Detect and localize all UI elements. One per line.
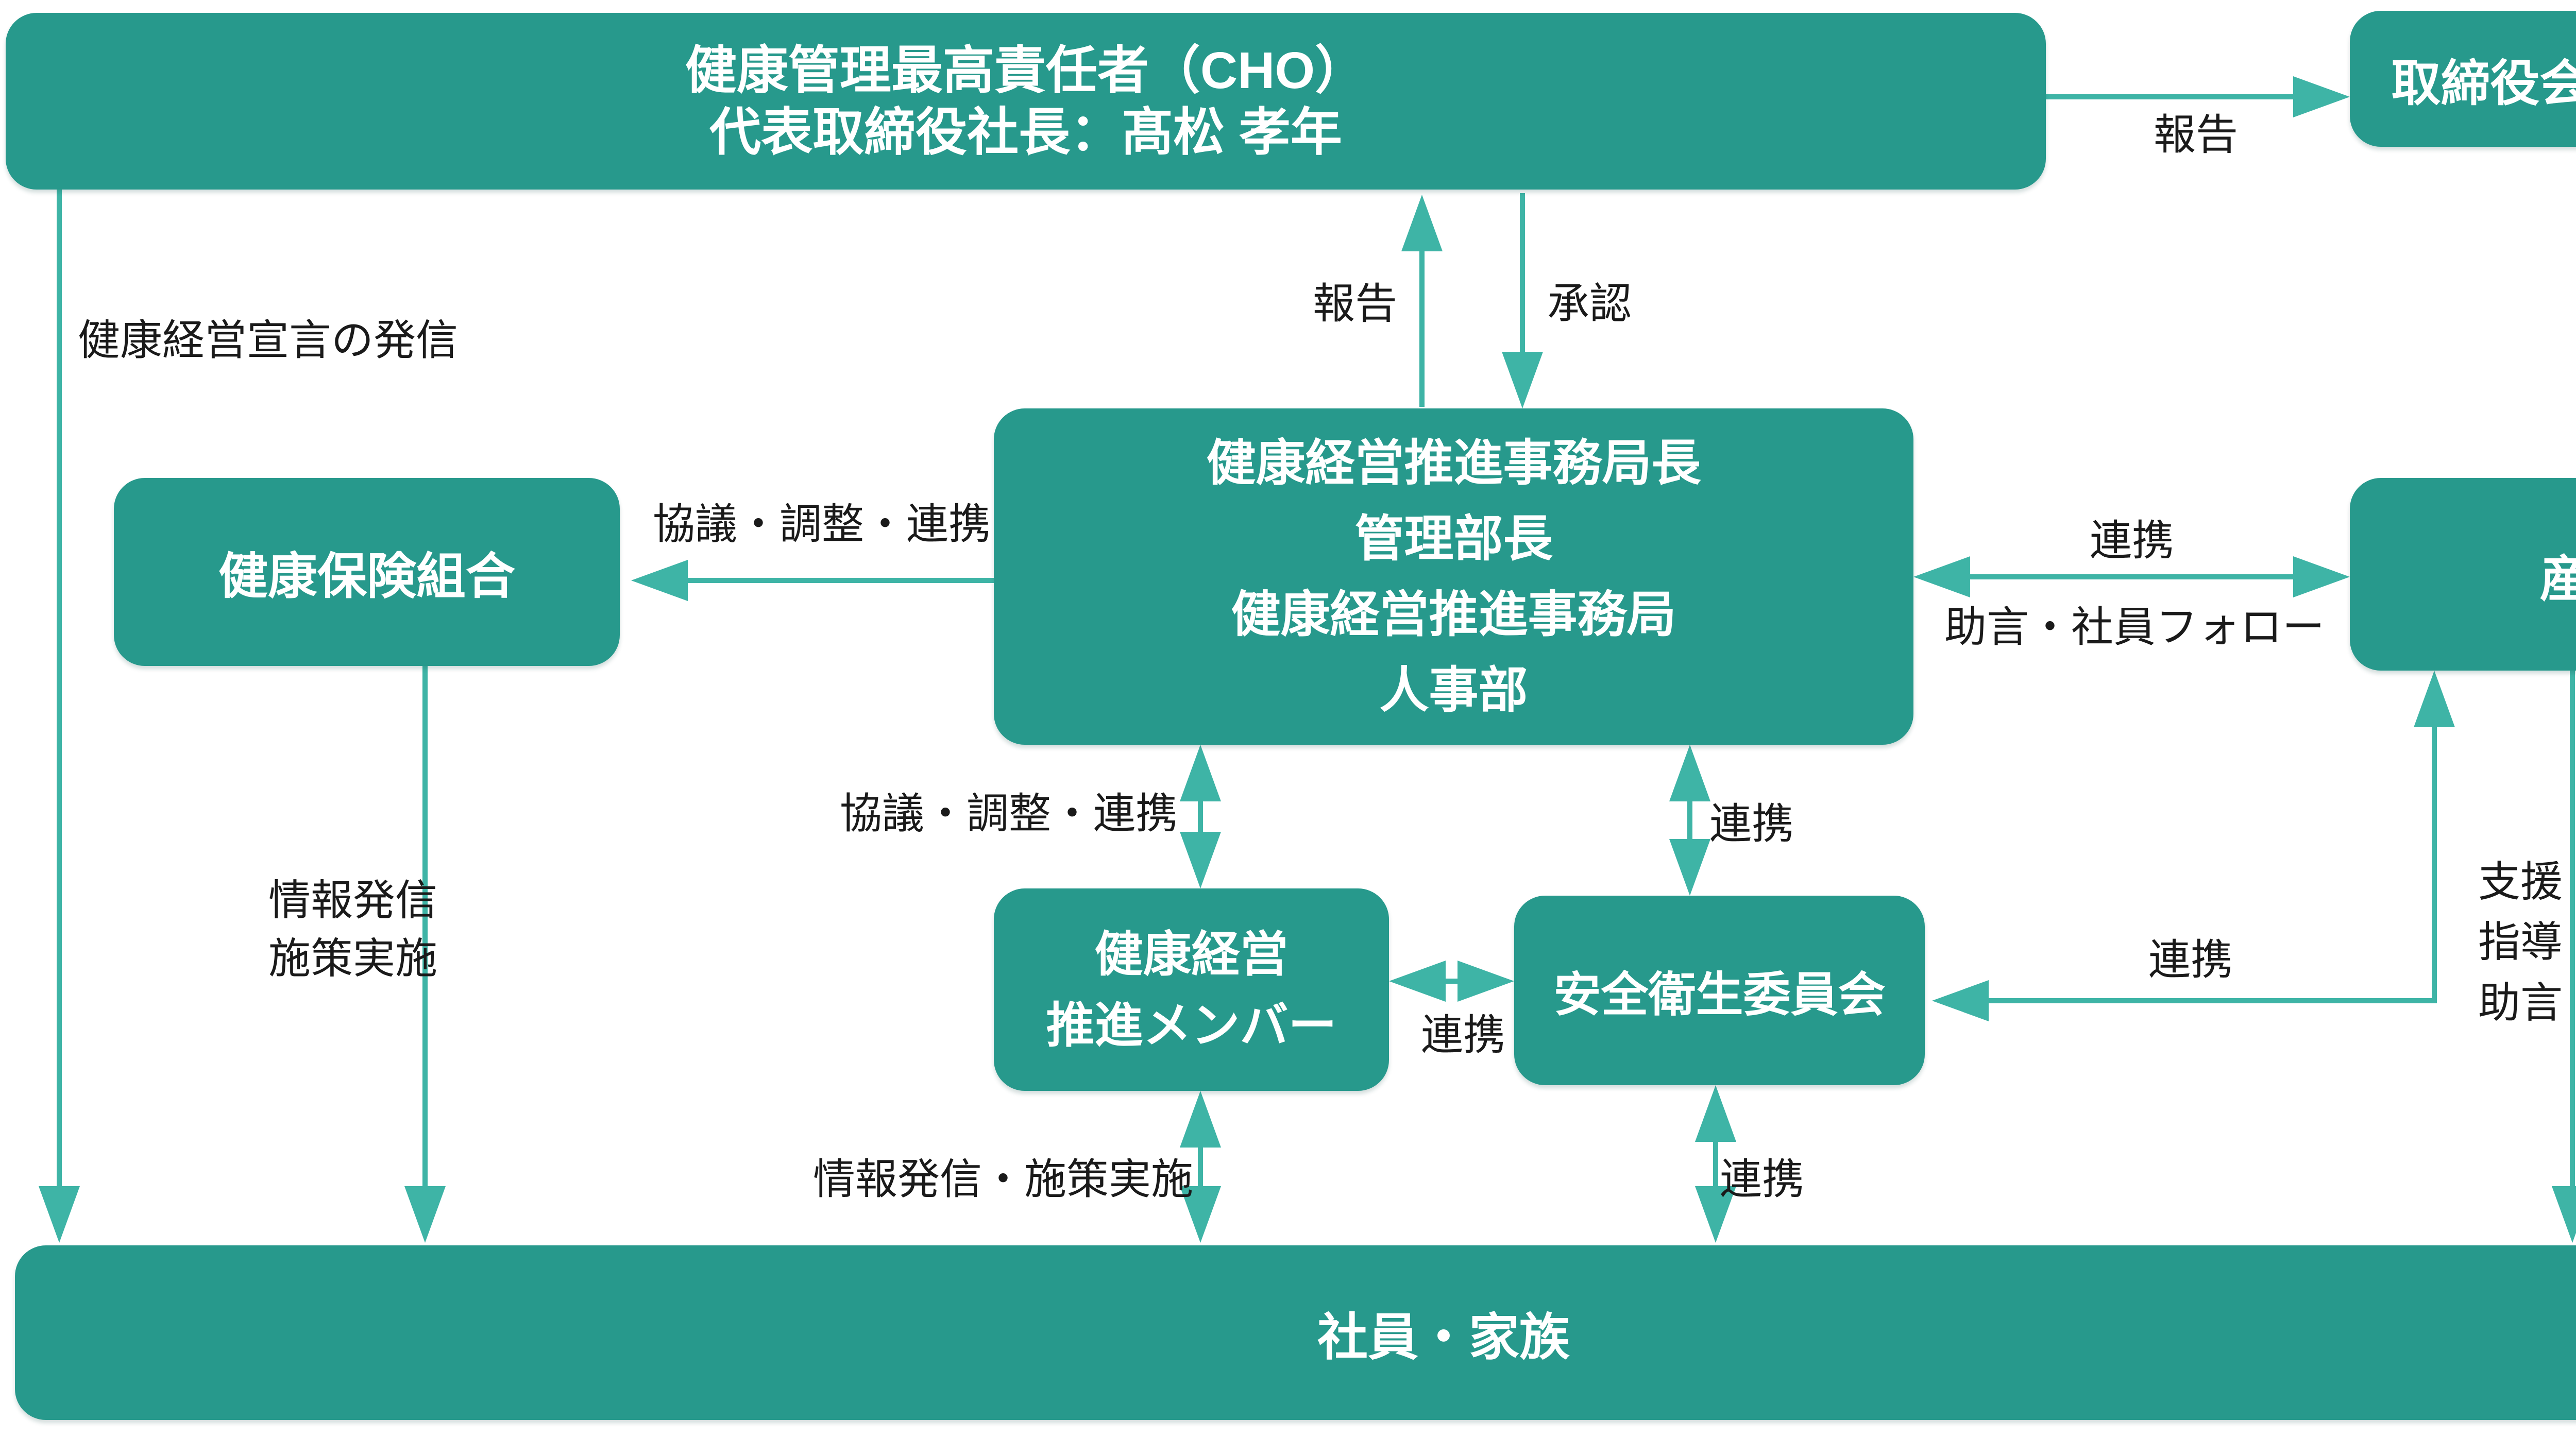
label-report-to-board: 報告 bbox=[2153, 111, 2239, 159]
label-renkei-office-safety: 連携 bbox=[1709, 800, 1794, 848]
label-renkei-member-safety: 連携 bbox=[1420, 1012, 1506, 1059]
member-line1: 健康経営 bbox=[1094, 927, 1289, 981]
label-report-up: 報告 bbox=[1312, 280, 1398, 328]
safety-committee-label: 安全衛生委員会 bbox=[1553, 968, 1886, 1021]
label-support-guidance-advice: 支援 指導 助言 bbox=[2478, 852, 2563, 1033]
promotion-office-box: 健康経営推進事務局長 管理部長 健康経営推進事務局 人事部 bbox=[994, 408, 1913, 745]
employees-family-label: 社員・家族 bbox=[1317, 1308, 1570, 1365]
label-info-left: 情報発信 施策実施 bbox=[268, 871, 437, 988]
label-consult-lower: 協議・調整・連携 bbox=[839, 790, 1178, 837]
member-line2: 推進メンバー bbox=[1046, 998, 1337, 1052]
promotion-member-box: 健康経営 推進メンバー bbox=[994, 888, 1389, 1091]
label-consult-upper: 協議・調整・連携 bbox=[652, 501, 991, 548]
employees-family-box: 社員・家族 bbox=[15, 1245, 2576, 1420]
label-info-left-line1: 情報発信 bbox=[268, 877, 438, 924]
office-line4: 人事部 bbox=[1379, 662, 1528, 718]
label-support-line3: 助言 bbox=[2478, 979, 2563, 1026]
health-insurance-label: 健康保険組合 bbox=[218, 549, 515, 604]
label-approval: 承認 bbox=[1547, 280, 1632, 328]
cho-name: 代表取締役社長：髙松 孝年 bbox=[709, 103, 1342, 161]
cho-title: 健康管理最高責任者（CHO） bbox=[685, 41, 1367, 99]
office-line2: 管理部長 bbox=[1354, 511, 1553, 567]
health-insurance-box: 健康保険組合 bbox=[114, 478, 620, 666]
label-renkei-physician-safety: 連携 bbox=[2148, 936, 2233, 984]
label-info-left-line2: 施策実施 bbox=[268, 935, 438, 982]
board-label: 取締役会・経営会議 bbox=[2391, 56, 2576, 111]
safety-committee-box: 安全衛生委員会 bbox=[1514, 896, 1925, 1085]
office-line3: 健康経営推進事務局 bbox=[1231, 587, 1676, 642]
occupational-physician-label: 産業医 bbox=[2539, 551, 2576, 607]
label-renkei-physician: 連携 bbox=[2089, 517, 2175, 564]
label-support-line1: 支援 bbox=[2478, 859, 2563, 906]
label-renkei-bottom: 連携 bbox=[1719, 1156, 1805, 1203]
board-box: 取締役会・経営会議 bbox=[2350, 11, 2576, 147]
label-info-bottom: 情報発信・施策実施 bbox=[812, 1156, 1194, 1203]
arrow-physician-safety-elbow bbox=[1932, 671, 2455, 1021]
label-advice-follow: 助言・社員フォロー bbox=[1944, 604, 2325, 651]
office-line1: 健康経営推進事務局長 bbox=[1206, 435, 1701, 491]
label-declaration: 健康経営宣言の発信 bbox=[77, 317, 459, 364]
occupational-physician-box: 産業医 bbox=[2350, 478, 2576, 671]
cho-box: 健康管理最高責任者（CHO） 代表取締役社長：髙松 孝年 bbox=[6, 13, 2046, 190]
label-support-line2: 指導 bbox=[2478, 919, 2563, 966]
